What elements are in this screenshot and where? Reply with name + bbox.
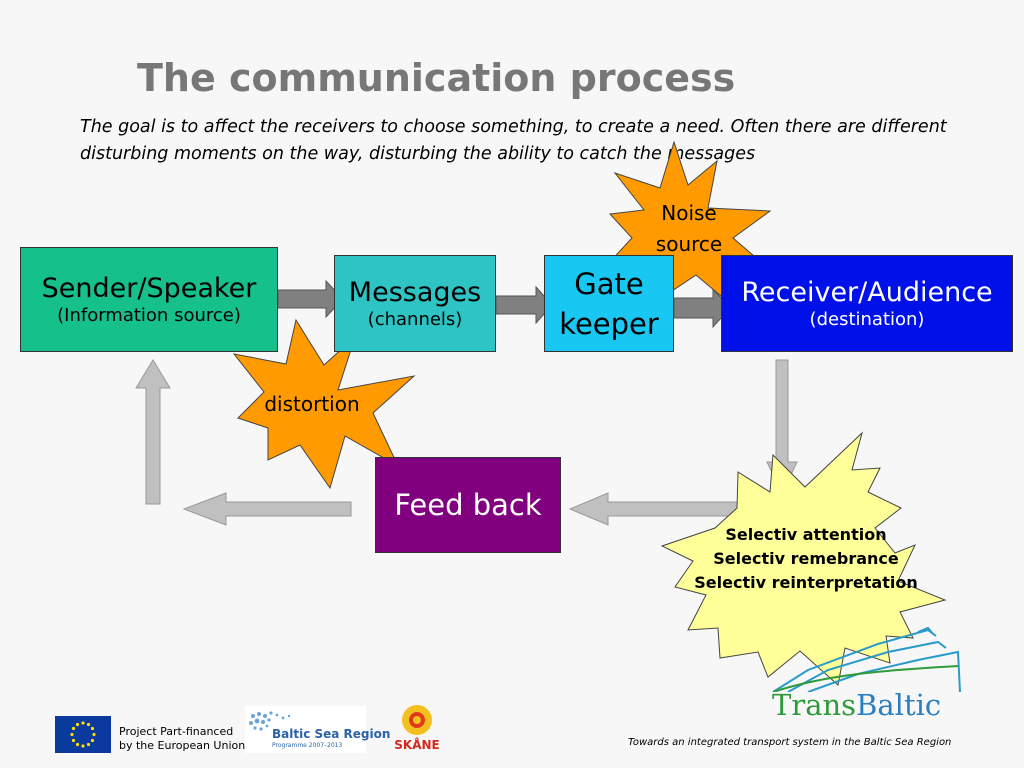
messages-sublabel: (channels)	[367, 308, 463, 330]
tb-baltic: Baltic	[856, 688, 942, 722]
arrow-up-to-sender	[135, 359, 171, 505]
bsr-dots-icon	[249, 711, 291, 731]
gate-keeper-box: Gate keeper	[544, 255, 674, 352]
baltic-sea-region-logo: Baltic Sea Region Programme 2007–2013	[245, 706, 390, 753]
messages-label: Messages	[348, 276, 482, 308]
sender-sublabel: (Information source)	[57, 304, 241, 326]
skane-logo: SKÅNE	[392, 700, 442, 755]
gate-label-line2: keeper	[559, 306, 659, 341]
selective-line2: Selectiv remebrance	[713, 549, 899, 568]
ship-outline-icon	[772, 626, 961, 692]
eu-flag-logo	[55, 716, 111, 753]
noise-line2: source	[655, 232, 723, 256]
bsr-name: Baltic Sea Region	[272, 727, 391, 741]
receiver-label: Receiver/Audience	[741, 276, 993, 308]
transbaltic-wordmark: TransBaltic	[772, 688, 941, 722]
skane-text: SKÅNE	[394, 738, 440, 752]
sender-label: Sender/Speaker	[41, 272, 257, 304]
skane-emblem-icon	[402, 705, 432, 735]
feedback-box: Feed back	[375, 457, 561, 553]
sender-speaker-box: Sender/Speaker (Information source)	[20, 247, 278, 352]
transbaltic-logo: TransBaltic	[768, 622, 968, 730]
selective-label: Selectiv attention Selectiv remebrance S…	[666, 523, 946, 595]
noise-line1: Noise	[661, 201, 717, 225]
noise-source-label: Noise source	[628, 198, 750, 260]
eu-line1: Project Part-financed	[119, 725, 234, 738]
arrow-feedback-left	[182, 492, 352, 526]
eu-stars-icon	[70, 721, 96, 748]
messages-box: Messages (channels)	[334, 255, 496, 352]
arrow-to-feedback	[568, 492, 741, 526]
selective-line3: Selectiv reinterpretation	[694, 573, 918, 592]
intro-text: The goal is to affect the receivers to c…	[80, 117, 947, 164]
selective-line1: Selectiv attention	[725, 525, 887, 544]
footer-tagline: Towards an integrated transport system i…	[628, 737, 952, 748]
selective-burst	[660, 431, 947, 686]
bsr-programme: Programme 2007–2013	[272, 742, 343, 749]
distortion-burst	[232, 318, 416, 490]
eu-funding-text: Project Part-financed by the European Un…	[119, 725, 245, 753]
gate-label-line1: Gate	[574, 266, 644, 301]
distortion-label: distortion	[264, 392, 360, 416]
tb-trans: Trans	[772, 688, 857, 722]
page-title: The communication process	[137, 56, 736, 100]
eu-line2: by the European Union	[119, 739, 246, 752]
receiver-sublabel: (destination)	[809, 308, 925, 330]
feedback-label: Feed back	[394, 488, 542, 522]
receiver-audience-box: Receiver/Audience (destination)	[721, 255, 1013, 352]
